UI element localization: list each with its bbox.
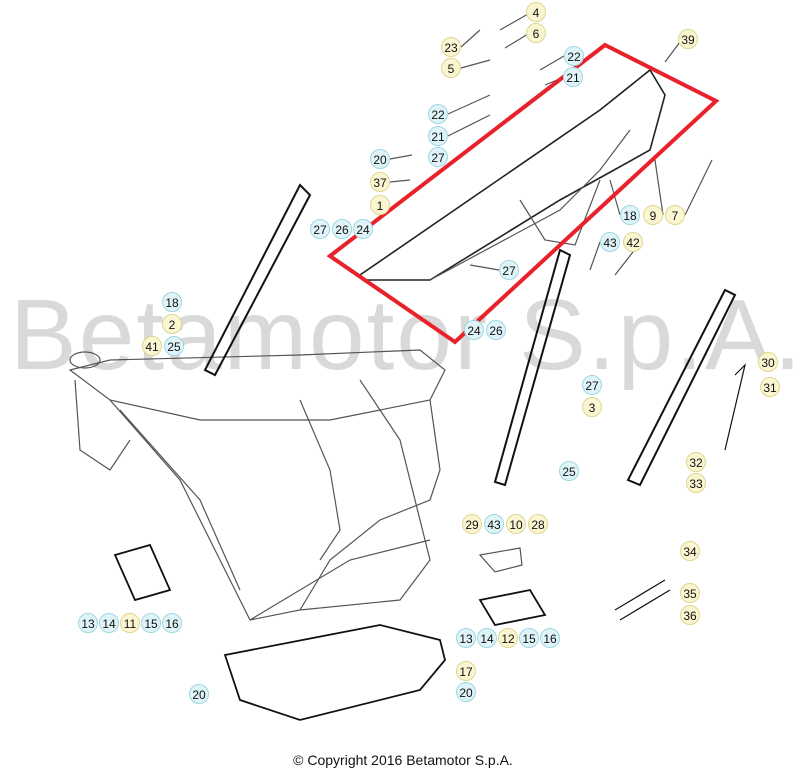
highlight-box <box>326 42 720 345</box>
part-callout[interactable]: 18 <box>620 205 640 225</box>
part-callout[interactable]: 26 <box>332 219 352 239</box>
part-callout[interactable]: 17 <box>456 661 476 681</box>
part-callout[interactable]: 15 <box>141 613 161 633</box>
part-callout[interactable]: 33 <box>686 473 706 493</box>
part-callout[interactable]: 12 <box>498 628 518 648</box>
part-callout[interactable]: 25 <box>559 461 579 481</box>
part-callout[interactable]: 14 <box>99 613 119 633</box>
frame-top-tube <box>68 349 446 421</box>
part-callout[interactable]: 10 <box>506 514 526 534</box>
part-callout[interactable]: 13 <box>456 628 476 648</box>
part-callout[interactable]: 5 <box>441 58 461 78</box>
part-callout[interactable]: 43 <box>600 232 620 252</box>
part-callout[interactable]: 6 <box>526 23 546 43</box>
part-callout[interactable]: 24 <box>464 320 484 340</box>
part-callout[interactable]: 16 <box>540 628 560 648</box>
part-callout[interactable]: 35 <box>680 583 700 603</box>
part-callout[interactable]: 23 <box>441 37 461 57</box>
part-callout[interactable]: 1 <box>370 195 390 215</box>
part-callout[interactable]: 15 <box>519 628 539 648</box>
part-callout[interactable]: 7 <box>665 205 685 225</box>
part-callout[interactable]: 22 <box>428 104 448 124</box>
part-callout[interactable]: 41 <box>142 336 162 356</box>
part-callout[interactable]: 27 <box>582 375 602 395</box>
part-callout[interactable]: 22 <box>564 46 584 66</box>
part-callout[interactable]: 14 <box>477 628 497 648</box>
part-callout[interactable]: 36 <box>680 605 700 625</box>
part-callout[interactable]: 21 <box>563 67 583 87</box>
part-callout[interactable]: 24 <box>353 219 373 239</box>
part-callout[interactable]: 25 <box>164 336 184 356</box>
part-callout[interactable]: 29 <box>462 514 482 534</box>
part-callout[interactable]: 39 <box>678 29 698 49</box>
part-callout[interactable]: 27 <box>310 219 330 239</box>
part-callout[interactable]: 13 <box>78 613 98 633</box>
part-callout[interactable]: 9 <box>643 205 663 225</box>
part-callout[interactable]: 11 <box>120 613 140 633</box>
part-callout[interactable]: 31 <box>760 377 780 397</box>
part-callout[interactable]: 32 <box>686 452 706 472</box>
part-callout[interactable]: 28 <box>528 514 548 534</box>
part-callout[interactable]: 21 <box>428 126 448 146</box>
part-callout[interactable]: 20 <box>189 684 209 704</box>
part-callout[interactable]: 30 <box>758 352 778 372</box>
part-callout[interactable]: 4 <box>526 2 546 22</box>
part-callout[interactable]: 2 <box>162 314 182 334</box>
part-callout[interactable]: 20 <box>456 682 476 702</box>
part-callout[interactable]: 26 <box>486 320 506 340</box>
part-callout[interactable]: 27 <box>428 147 448 167</box>
copyright-text: © Copyright 2016 Betamotor S.p.A. <box>293 752 513 768</box>
part-callout[interactable]: 27 <box>499 260 519 280</box>
part-callout[interactable]: 3 <box>582 397 602 417</box>
part-callout[interactable]: 42 <box>623 232 643 252</box>
part-callout[interactable]: 37 <box>370 172 390 192</box>
part-callout[interactable]: 20 <box>370 149 390 169</box>
part-callout[interactable]: 16 <box>162 613 182 633</box>
part-callout[interactable]: 18 <box>162 292 182 312</box>
part-callout[interactable]: 34 <box>680 541 700 561</box>
part-callout[interactable]: 43 <box>484 514 504 534</box>
watermark: Betamotor S.p.A. <box>10 279 804 391</box>
